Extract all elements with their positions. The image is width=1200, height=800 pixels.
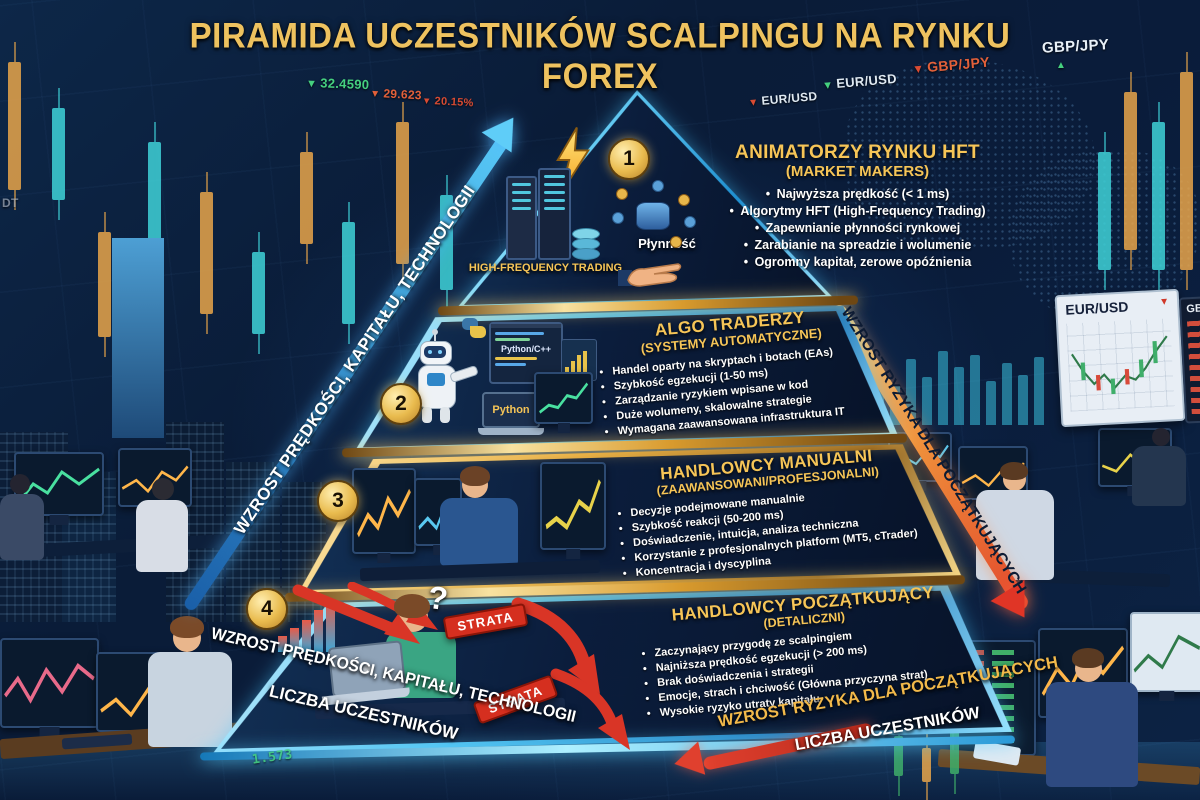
wall-price-panel: EUR/USD ▼ [1054,288,1186,428]
down-triangle-icon: ▼ [1158,296,1170,308]
page-title: PIRAMIDA UCZESTNIKÓW SCALPINGU NA RYNKU … [189,15,1011,96]
coin-icon [670,236,682,248]
database-stack-icon [572,228,600,260]
world-map-dots [845,60,1095,250]
declining-bars-icon [278,600,335,652]
liquidity-database-icon [636,202,670,230]
bullet-item: Zarabianie na spreadzie i wolumenie [700,238,1015,252]
bullet-item: Algorytmy HFT (High-Frequency Trading) [700,204,1015,218]
level-2-text: ALGO TRADERZY (SYSTEMY AUTOMATYCZNE) Han… [595,303,872,442]
coin-icon [678,194,690,206]
ticker-pair-4: GBP/JPY [1041,36,1110,57]
coin-icon [616,188,628,200]
chart-monitor-icon [534,372,593,424]
down-triangle-icon: ▼ [421,95,432,107]
wall-pair-label: EUR/USD [1064,298,1129,318]
board-pair-label: GBP/ [1186,301,1200,316]
bullet-item: Ogromny kapitał, zerowe opóźnienia [700,255,1015,269]
level-1-subtitle: (MARKET MAKERS) [785,163,930,181]
wall-mini-chart [1066,318,1175,412]
laptop-label: Python [492,404,530,416]
laptop-icon: Python [478,392,544,435]
level-3-badge: 3 [317,480,359,522]
python-logo-icon [462,318,486,338]
server-rack-icon [506,176,537,260]
coin-icon [652,180,664,192]
bullet-item: Najwyższa prędkość (< 1 ms) [700,187,1015,201]
bullet-item: Zapewnianie płynności rynkowej [700,221,1015,235]
faint-chart-label: DT [2,196,19,210]
liquidity-caption: Płynność [638,236,696,251]
level-4-badge: 4 [246,588,288,630]
level-1-title: ANIMATORZY RYNKU HFT [735,142,980,163]
board-red-column [1186,320,1200,416]
level-2-badge: 2 [380,383,422,425]
coin-icon [684,216,696,228]
level-1-badge: 1 [608,138,650,180]
code-screen-label: Python/C++ [500,344,551,354]
level-1-bullets: Najwyższa prędkość (< 1 ms) Algorytmy HF… [700,187,1015,269]
servers-caption: HIGH-FREQUENCY TRADING [468,262,623,274]
server-rack-icon [538,168,571,260]
hand-icon [616,256,686,293]
up-triangle-icon: ▲ [1056,60,1067,71]
coin-icon [612,212,624,224]
level-1-text: ANIMATORZY RYNKU HFT (MARKET MAKERS) Naj… [700,142,1015,272]
loss-arrow-icon [508,596,608,701]
loss-arrow-icon [548,668,638,757]
